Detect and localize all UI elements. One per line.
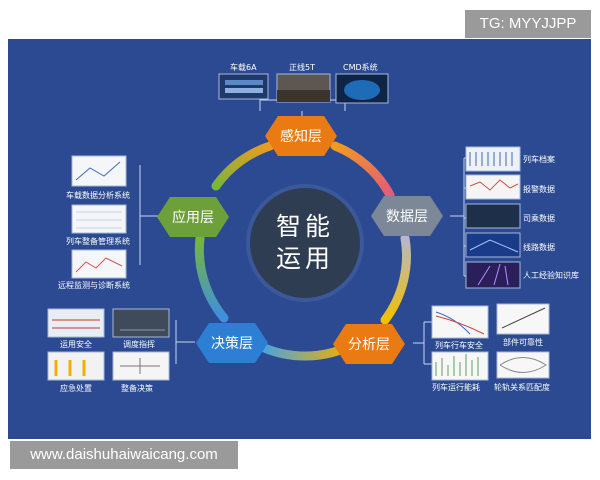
decision-item-3: 应急处置 xyxy=(60,384,92,393)
analysis-thumbnails xyxy=(431,303,550,381)
application-item-2: 列车整备管理系统 xyxy=(66,237,130,246)
perception-thumbnails xyxy=(218,73,389,104)
top-watermark: TG: MYYJJPP xyxy=(465,10,591,38)
perception-item-1: 车载6A xyxy=(230,63,257,72)
decision-item-4: 整备决策 xyxy=(121,384,153,393)
center-circle: 智能 运用 xyxy=(250,188,360,298)
analysis-item-2: 部件可靠性 xyxy=(503,338,543,347)
layer-data: 数据层 xyxy=(371,196,443,236)
application-item-3: 远程监测与诊断系统 xyxy=(58,281,130,290)
data-item-1: 列车档案 xyxy=(523,155,555,164)
layer-perception: 感知层 xyxy=(265,116,337,156)
bottom-watermark: www.daishuhaiwaicang.com xyxy=(10,441,238,469)
layer-application: 应用层 xyxy=(157,197,229,237)
application-thumbnails xyxy=(71,155,127,279)
analysis-item-3: 列车运行能耗 xyxy=(432,383,480,392)
center-line-1: 智能 xyxy=(275,212,334,241)
data-item-2: 报警数据 xyxy=(523,185,555,194)
analysis-item-1: 列车行车安全 xyxy=(435,341,483,350)
layer-decision: 决策层 xyxy=(196,323,268,363)
data-item-5: 人工经验知识库 xyxy=(523,271,579,280)
application-item-1: 车载数据分析系统 xyxy=(66,191,130,200)
data-item-3: 司乘数据 xyxy=(523,214,555,223)
perception-item-2: 正线5T xyxy=(289,63,315,72)
data-thumbnails xyxy=(465,146,521,289)
decision-item-1: 运用安全 xyxy=(60,340,92,349)
layer-analysis: 分析层 xyxy=(333,324,405,364)
data-item-4: 线路数据 xyxy=(523,243,555,252)
perception-item-3: CMD系统 xyxy=(343,63,378,72)
decision-item-2: 调度指挥 xyxy=(123,340,155,349)
analysis-item-4: 轮轨关系匹配度 xyxy=(494,383,550,392)
center-line-2: 运用 xyxy=(275,244,334,273)
